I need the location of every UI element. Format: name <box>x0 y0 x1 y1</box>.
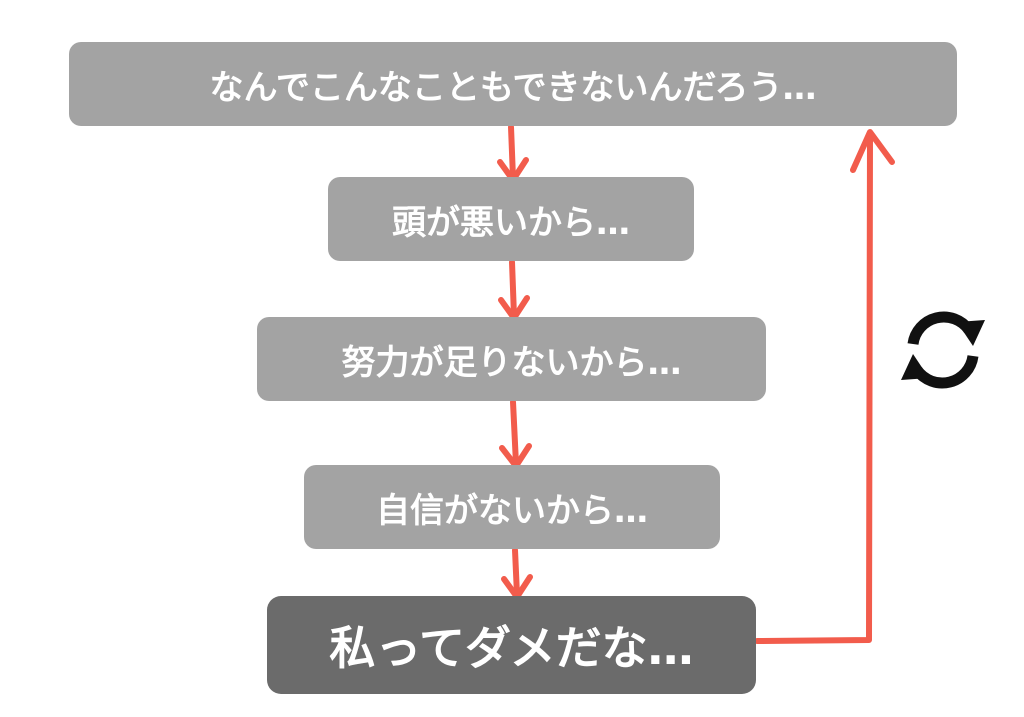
flow-step-4-label: 自信がないから… <box>376 490 648 531</box>
flow-step-4: 自信がないから… <box>304 465 720 549</box>
flow-step-3: 努力が足りないから… <box>257 317 766 401</box>
flow-step-1: なんでこんなこともできないんだろう… <box>69 42 957 126</box>
flow-step-5-label: 私ってダメだな… <box>329 621 694 675</box>
arrow-step-2-to-3 <box>498 259 530 321</box>
arrow-step-3-to-4 <box>499 399 532 469</box>
flow-step-2-label: 頭が悪いから… <box>392 202 630 243</box>
cycle-arrows-icon <box>901 311 985 389</box>
arrow-step-4-to-5 <box>501 547 533 600</box>
flow-step-3-label: 努力が足りないから… <box>341 342 682 383</box>
flow-step-2: 頭が悪いから… <box>328 177 694 261</box>
loop-back-arrow <box>754 129 895 644</box>
flow-step-5: 私ってダメだな… <box>267 596 756 694</box>
flow-step-1-label: なんでこんなこともできないんだろう… <box>209 67 817 108</box>
arrow-step-1-to-2 <box>497 124 529 183</box>
